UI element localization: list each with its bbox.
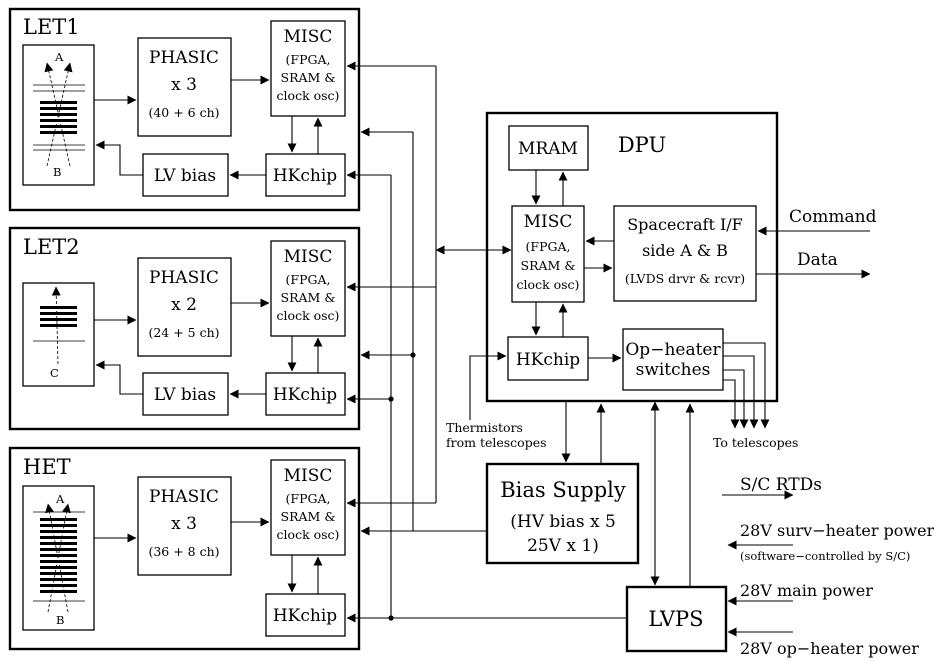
let1-detector-a-label: A [54,50,64,64]
dpu-mram-label: MRAM [518,139,578,159]
let2-title: LET2 [23,235,80,259]
interconnect-wiring [346,61,627,623]
let2-detector-c-label: C [50,366,59,380]
thermistors-label-line2: from telescopes [446,435,547,450]
let1-phasic-count: x 3 [171,75,197,95]
bias-supply-unit: Bias Supply (HV bias x 5 25V x 1) [485,402,640,565]
let2-telescope: LET2 C PHASIC x 2 (24 + 5 ch) MISC (FPGA… [8,226,361,431]
dpu-misc-line3: SRAM & [521,258,576,273]
let2-misc-line3: SRAM & [281,290,336,305]
data-label: Data [797,250,838,270]
let1-detector-stack: A B [22,44,95,186]
let2-phasic-channels: (24 + 5 ch) [148,325,219,340]
het-detector-b-label: B [56,613,64,627]
het-title: HET [23,455,71,479]
surv-heater-note: (software−controlled by S/C) [740,549,910,563]
let2-phasic-count: x 2 [171,295,197,315]
bias-supply-hv: (HV bias x 5 [510,512,616,532]
command-label: Command [789,207,877,227]
het-phasic-channels: (36 + 8 ch) [148,544,219,559]
let1-misc-line4: clock osc) [277,88,340,103]
let1-telescope: LET1 A B PHASIC x 3 (40 + 6 ch) [8,7,361,212]
let2-misc-line2: (FPGA, [286,272,331,287]
lvps-unit: LVPS [625,401,728,653]
het-phasic-count: x 3 [171,514,197,534]
dpu-spacecraft-if-label: Spacecraft I/F [627,215,743,234]
let1-detector-b-label: B [53,165,61,179]
let2-misc-block: MISC (FPGA, SRAM & clock osc) [270,240,346,337]
let1-misc-line2: (FPGA, [286,52,331,67]
let2-misc-line4: clock osc) [277,308,340,323]
op-heater-power-label: 28V op−heater power [740,639,919,658]
let1-misc-label: MISC [284,27,333,47]
let1-title: LET1 [23,15,80,39]
thermistors-label-line1: Thermistors [446,420,523,435]
let2-hkchip-block: HKchip [265,372,346,416]
dpu-spacecraft-if-detail: (LVDS drvr & rcvr) [625,271,745,286]
surv-heater-label: 28V surv−heater power [740,521,934,540]
lvps-label: LVPS [648,607,703,631]
let1-misc-line3: SRAM & [281,70,336,85]
dpu-misc-label: MISC [524,212,573,232]
dpu-opheater-label: Op−heater [625,340,721,360]
het-detector-a-label: A [55,492,65,506]
het-phasic-label: PHASIC [149,487,219,507]
dpu-unit: DPU MRAM MISC (FPGA, SRAM & clock osc) S… [485,111,779,429]
dpu-opheater-switch-block: Op−heater switches [622,328,724,391]
let1-phasic-label: PHASIC [149,48,219,68]
dpu-spacecraft-if-sides: side A & B [642,241,728,260]
het-telescope: HET A B PHASIC x 3 ( [8,446,361,651]
het-misc-line4: clock osc) [277,527,340,542]
dpu-hkchip-label: HKchip [516,350,580,370]
let2-lvbias-block: LV bias [142,372,229,416]
to-telescopes-label: To telescopes [713,435,798,450]
let1-misc-block: MISC (FPGA, SRAM & clock osc) [270,20,346,117]
power-inputs-legend: S/C RTDs 28V surv−heater power (software… [722,475,934,658]
let1-lvbias-block: LV bias [142,153,229,197]
het-detector-stack: A B [22,485,95,631]
bias-supply-title: Bias Supply [500,478,626,502]
dpu-title: DPU [618,133,666,157]
dpu-misc-line2: (FPGA, [526,239,571,254]
let2-phasic-label: PHASIC [149,268,219,288]
let2-lvbias-label: LV bias [154,385,216,405]
het-hkchip-label: HKchip [273,606,337,626]
dpu-misc-block: MISC (FPGA, SRAM & clock osc) [511,205,585,303]
bias-supply-lv: 25V x 1) [527,536,599,556]
let2-hkchip-label: HKchip [273,385,337,405]
let1-lvbias-label: LV bias [154,166,216,186]
let1-phasic-block: PHASIC x 3 (40 + 6 ch) [137,37,232,137]
dpu-switches-label: switches [636,360,711,380]
het-misc-label: MISC [284,466,333,486]
let2-detector-stack: C [22,282,95,387]
dpu-spacecraft-if-block: Spacecraft I/F side A & B (LVDS drvr & r… [613,205,757,302]
sc-rtds-label: S/C RTDs [740,475,822,495]
main-power-label: 28V main power [740,581,873,600]
let2-phasic-block: PHASIC x 2 (24 + 5 ch) [137,257,232,357]
let1-phasic-channels: (40 + 6 ch) [148,105,219,120]
spacecraft-io-lines: Command Data [756,207,877,279]
let1-hkchip-block: HKchip [265,153,346,197]
het-phasic-block: PHASIC x 3 (36 + 8 ch) [137,476,232,576]
het-misc-block: MISC (FPGA, SRAM & clock osc) [270,459,346,556]
het-hkchip-block: HKchip [265,593,346,637]
let1-hkchip-label: HKchip [273,166,337,186]
dpu-mram-block: MRAM [508,125,589,171]
dpu-hkchip-block: HKchip [507,336,589,381]
let2-misc-label: MISC [284,247,333,267]
het-misc-line3: SRAM & [281,509,336,524]
het-misc-line2: (FPGA, [286,491,331,506]
dpu-misc-line4: clock osc) [517,277,580,292]
